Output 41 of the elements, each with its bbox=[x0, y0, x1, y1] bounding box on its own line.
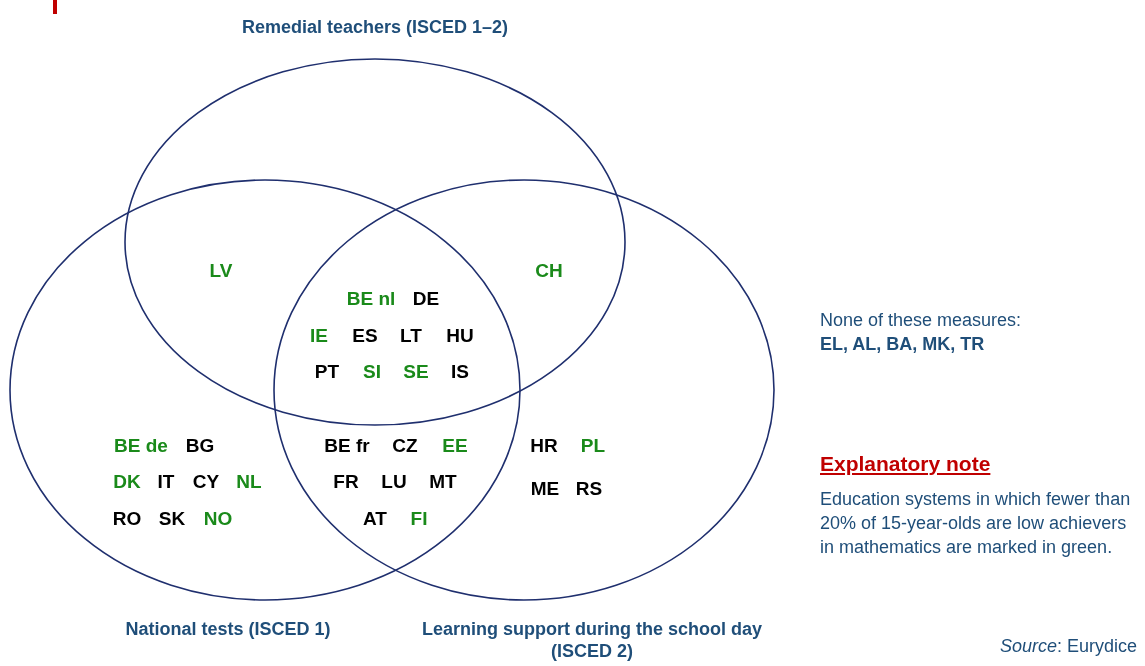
country-code: LU bbox=[381, 471, 407, 493]
country-code: AT bbox=[363, 508, 387, 530]
country-list: EL, AL, BA, MK, TR bbox=[820, 332, 985, 356]
country-code: SI bbox=[363, 361, 381, 383]
country-code: FI bbox=[410, 508, 428, 530]
country-code: BE fr bbox=[324, 435, 370, 457]
country-code: EE bbox=[442, 435, 468, 457]
country-code: ES bbox=[352, 325, 378, 347]
country-code: NL bbox=[236, 471, 262, 493]
note-text: Education systems in which fewer than 20% of 15-year-olds are low achievers in mathematics are marked in green. bbox=[820, 488, 1132, 559]
country-code: CZ bbox=[392, 435, 418, 457]
country-code: PT bbox=[314, 361, 340, 383]
country-code: HR bbox=[530, 435, 558, 457]
country-code: NO bbox=[203, 508, 233, 530]
note-heading: Explanatory note bbox=[820, 452, 991, 476]
country-code: IT bbox=[157, 471, 175, 493]
country-code: DK bbox=[113, 471, 141, 493]
country-code: PL bbox=[580, 435, 606, 457]
country-code: DE bbox=[412, 288, 440, 310]
country-code: SK bbox=[158, 508, 186, 530]
country-code: IE bbox=[310, 325, 328, 347]
set-title: Remedial teachers (ISCED 1–2) bbox=[240, 16, 510, 38]
country-code: RS bbox=[575, 478, 603, 500]
source-text: Source: Eurydice bbox=[999, 635, 1137, 658]
country-code: CY bbox=[192, 471, 220, 493]
set-title: Learning support during the school day (ISCED 2) bbox=[421, 618, 763, 662]
country-code: SE bbox=[403, 361, 429, 383]
country-code: BE nl bbox=[346, 288, 396, 310]
country-code: LV bbox=[209, 260, 233, 282]
country-code: MT bbox=[429, 471, 457, 493]
country-code: FR bbox=[333, 471, 359, 493]
country-code: LT bbox=[400, 325, 422, 347]
country-code: BG bbox=[185, 435, 215, 457]
country-code: ME bbox=[530, 478, 560, 500]
note-text: None of these measures: bbox=[820, 309, 1022, 332]
country-code: IS bbox=[451, 361, 469, 383]
country-code: HU bbox=[446, 325, 474, 347]
country-code: BE de bbox=[114, 435, 168, 457]
country-code: RO bbox=[112, 508, 142, 530]
country-code: CH bbox=[535, 260, 563, 282]
set-title: National tests (ISCED 1) bbox=[124, 618, 332, 640]
